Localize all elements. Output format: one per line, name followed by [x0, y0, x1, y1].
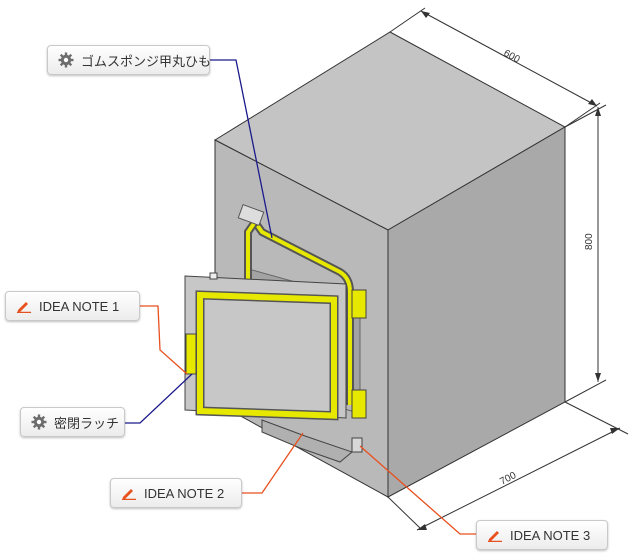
- bottom-tray: [261, 419, 354, 463]
- callout-label: IDEA NOTE 1: [39, 298, 120, 314]
- callout-idea-note-1[interactable]: IDEA NOTE 1: [5, 291, 140, 321]
- callout-rubber-cord[interactable]: ゴムスポンジ甲丸ひも: [47, 45, 212, 75]
- dimension-width: 700: [498, 470, 518, 488]
- pencil-icon: [488, 531, 502, 542]
- gear-icon: [31, 414, 47, 430]
- door-panel: [184, 275, 347, 419]
- callout-label: IDEA NOTE 3: [510, 527, 591, 543]
- callout-label: ゴムスポンジ甲丸ひも: [81, 53, 212, 69]
- callout-label: 密閉ラッチ: [54, 415, 120, 431]
- door-latch: [185, 333, 197, 375]
- callout-idea-note-3[interactable]: IDEA NOTE 3: [476, 520, 608, 550]
- pencil-icon: [122, 489, 136, 500]
- callout-label: IDEA NOTE 2: [144, 485, 225, 501]
- hinge-bottom: [351, 389, 367, 419]
- dimension-depth: 600: [502, 48, 522, 66]
- dimension-height: 800: [584, 233, 595, 250]
- bottom-fitting: [351, 437, 363, 453]
- callout-latch[interactable]: 密閉ラッチ: [20, 407, 125, 437]
- gear-icon: [58, 52, 74, 68]
- callout-idea-note-2[interactable]: IDEA NOTE 2: [110, 478, 242, 508]
- pencil-icon: [17, 302, 31, 313]
- hinge-top: [351, 289, 367, 319]
- leader-lines: [125, 59, 480, 535]
